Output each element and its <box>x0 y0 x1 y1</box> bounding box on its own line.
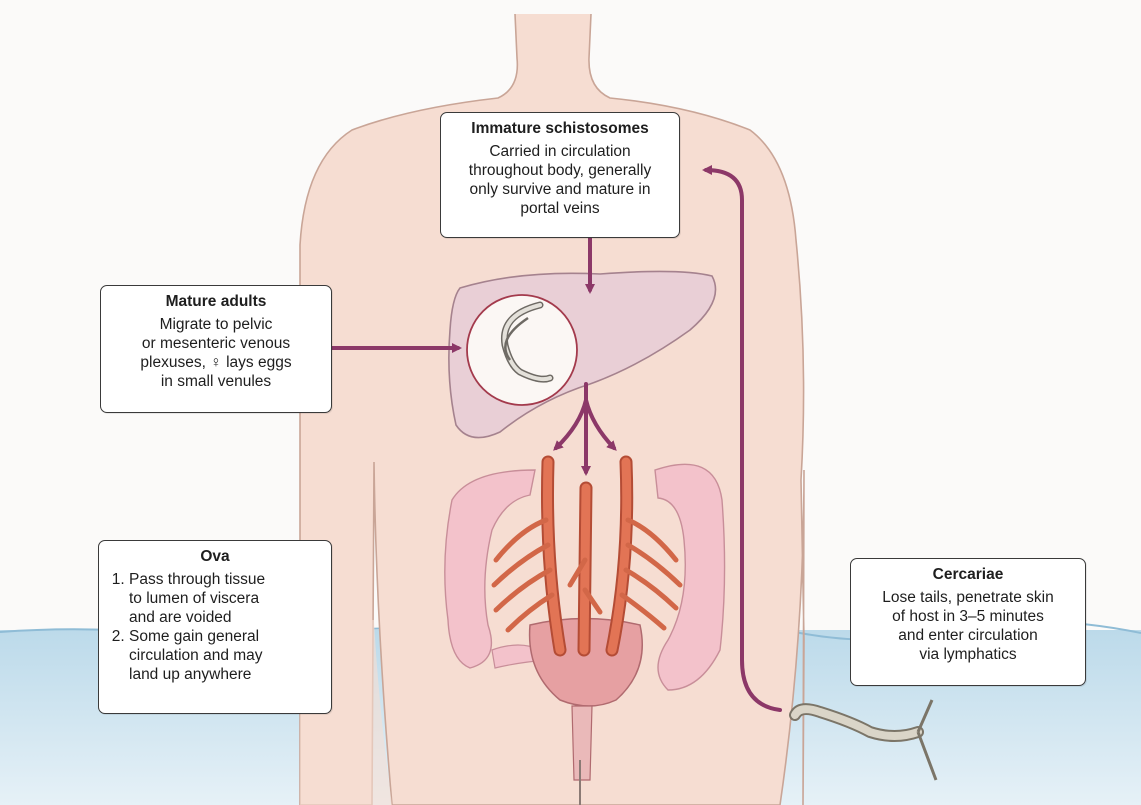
immature-title: Immature schistosomes <box>449 119 671 138</box>
mature-line-1: Migrate to pelvic <box>109 315 323 334</box>
ova-item-1-line-3: and are voided <box>129 608 323 627</box>
ova-item-2: Some gain general circulation and may la… <box>129 627 323 684</box>
ova-item-2-line-3: land up anywhere <box>129 665 323 684</box>
cercariae-line-4: via lymphatics <box>859 645 1077 664</box>
ova-title: Ova <box>107 547 323 566</box>
urethra <box>572 706 592 780</box>
cercariae-line-2: of host in 3–5 minutes <box>859 607 1077 626</box>
ova-item-1-line-2: to lumen of viscera <box>129 589 323 608</box>
mature-title: Mature adults <box>109 292 323 311</box>
immature-line-1: Carried in circulation <box>449 142 671 161</box>
ova-item-2-line-2: circulation and may <box>129 646 323 665</box>
mature-line-2: or mesenteric venous <box>109 334 323 353</box>
ova-item-1-line-1: Pass through tissue <box>129 570 323 589</box>
ova-box: Ova Pass through tissue to lumen of visc… <box>98 540 332 714</box>
cercariae-line-1: Lose tails, penetrate skin <box>859 588 1077 607</box>
mature-line-3: plexuses, ♀ lays eggs <box>109 353 323 372</box>
cercariae-line-3: and enter circulation <box>859 626 1077 645</box>
immature-line-2: throughout body, generally <box>449 161 671 180</box>
ova-item-1: Pass through tissue to lumen of viscera … <box>129 570 323 627</box>
immature-schistosomes-box: Immature schistosomes Carried in circula… <box>440 112 680 238</box>
cercariae-title: Cercariae <box>859 565 1077 584</box>
mature-adults-box: Mature adults Migrate to pelvic or mesen… <box>100 285 332 413</box>
cercariae-box: Cercariae Lose tails, penetrate skin of … <box>850 558 1086 686</box>
mature-line-4: in small venules <box>109 372 323 391</box>
immature-line-3: only survive and mature in <box>449 180 671 199</box>
ova-list: Pass through tissue to lumen of viscera … <box>107 570 323 684</box>
ova-item-2-line-1: Some gain general <box>129 627 323 646</box>
immature-line-4: portal veins <box>449 199 671 218</box>
